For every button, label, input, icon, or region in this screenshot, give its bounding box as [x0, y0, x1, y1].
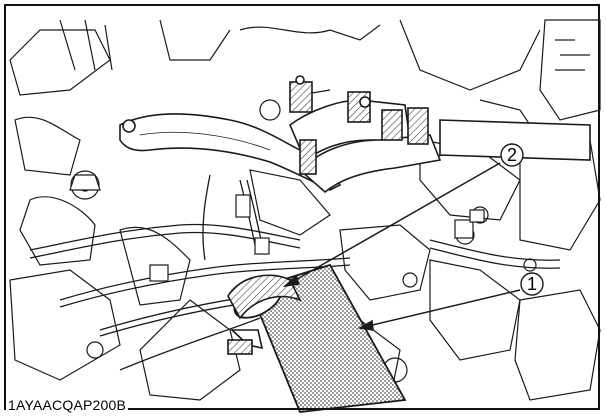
callout-circle-2	[500, 143, 524, 167]
callout-2: 2	[500, 143, 524, 167]
figure-code: 1AYAACQAP200B	[6, 397, 129, 413]
leader-lines	[282, 162, 521, 331]
callout-circle-1	[520, 272, 544, 296]
upper-air-hose	[119, 75, 591, 194]
bolts	[69, 174, 485, 282]
callout-1: 1	[520, 272, 544, 296]
leader-line-1	[359, 289, 521, 329]
leader-arrow-1	[357, 319, 374, 331]
leader-line-2	[284, 162, 501, 287]
callout-number-1: 1	[527, 274, 537, 294]
hose-clamp	[227, 274, 302, 355]
callout-number-2: 2	[507, 145, 517, 165]
leader-arrow-2	[282, 274, 301, 288]
background-engine-parts	[9, 19, 601, 406]
figure-frame	[4, 4, 600, 410]
